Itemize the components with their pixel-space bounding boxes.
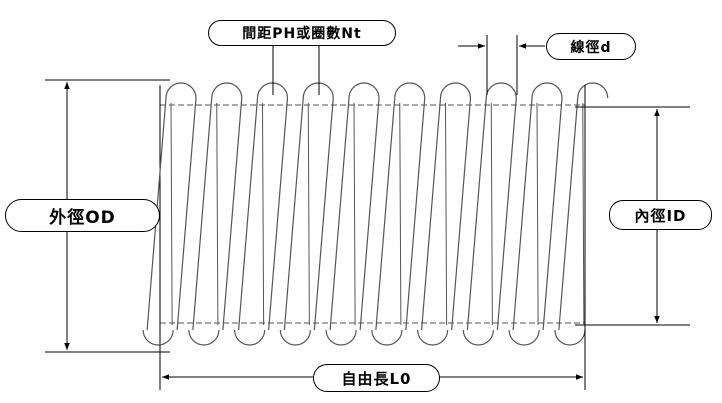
coil-strand	[268, 97, 289, 331]
coil-top-arc	[531, 82, 563, 99]
coil-strand	[329, 97, 350, 331]
coil-strand	[542, 97, 563, 331]
free-length-label: 自由長L0	[313, 364, 440, 392]
coil-strand	[238, 97, 259, 331]
coil-top-arc	[439, 82, 472, 99]
inner-diameter-label: 內徑ID	[609, 200, 712, 230]
coil-top-arc	[165, 82, 197, 99]
coil-bottom-arc	[508, 329, 540, 346]
coil-strand	[359, 97, 380, 331]
outer-diameter-label: 外徑OD	[5, 199, 160, 232]
wire-dimension	[458, 35, 545, 95]
coil-bottom-arc	[142, 329, 174, 346]
coil-strand	[405, 97, 426, 331]
coil-top-arc	[485, 82, 517, 99]
coil-strand	[512, 97, 533, 331]
coil-strand	[222, 97, 243, 331]
coil-top-arc	[302, 82, 334, 99]
coil-strand	[283, 97, 304, 331]
coil-strand	[313, 97, 334, 331]
coil-strand	[421, 97, 442, 331]
coil-strand	[170, 102, 173, 326]
coil-strand	[445, 102, 448, 326]
coil-bottom-arc	[554, 329, 586, 346]
pitch-label: 間距PH或圈數Nt	[208, 20, 396, 46]
wire-diameter-label: 線徑d	[546, 33, 636, 60]
coil-bottom-arc	[417, 329, 449, 346]
coil-bottom-arc	[462, 329, 494, 346]
coil-bottom-arc	[325, 329, 357, 346]
coil-strand	[353, 102, 356, 326]
spring-coils	[142, 82, 609, 346]
coil-top-arc	[211, 82, 243, 99]
coil-bottom-arc	[234, 329, 266, 346]
coil-strand	[176, 97, 197, 331]
coil-bottom-arc	[188, 329, 220, 346]
coil-bottom-arc	[279, 329, 311, 346]
coil-strand	[496, 97, 517, 331]
coil-top-arc	[577, 82, 609, 99]
coil-strand	[307, 102, 310, 326]
coil-top-arc	[394, 82, 426, 99]
coil-strand	[582, 102, 585, 326]
coil-strand	[490, 102, 493, 326]
coil-strand	[536, 102, 539, 326]
coil-strand	[451, 97, 472, 331]
coil-strand	[399, 102, 402, 326]
coil-strand	[262, 102, 265, 326]
coil-strand	[192, 97, 213, 331]
coil-strand	[216, 102, 219, 326]
coil-bottom-arc	[371, 329, 403, 346]
coil-top-arc	[348, 82, 380, 99]
coil-strand	[466, 97, 487, 331]
coil-strand	[375, 97, 396, 331]
pitch-leaders	[272, 46, 320, 95]
coil-strand	[558, 97, 579, 331]
